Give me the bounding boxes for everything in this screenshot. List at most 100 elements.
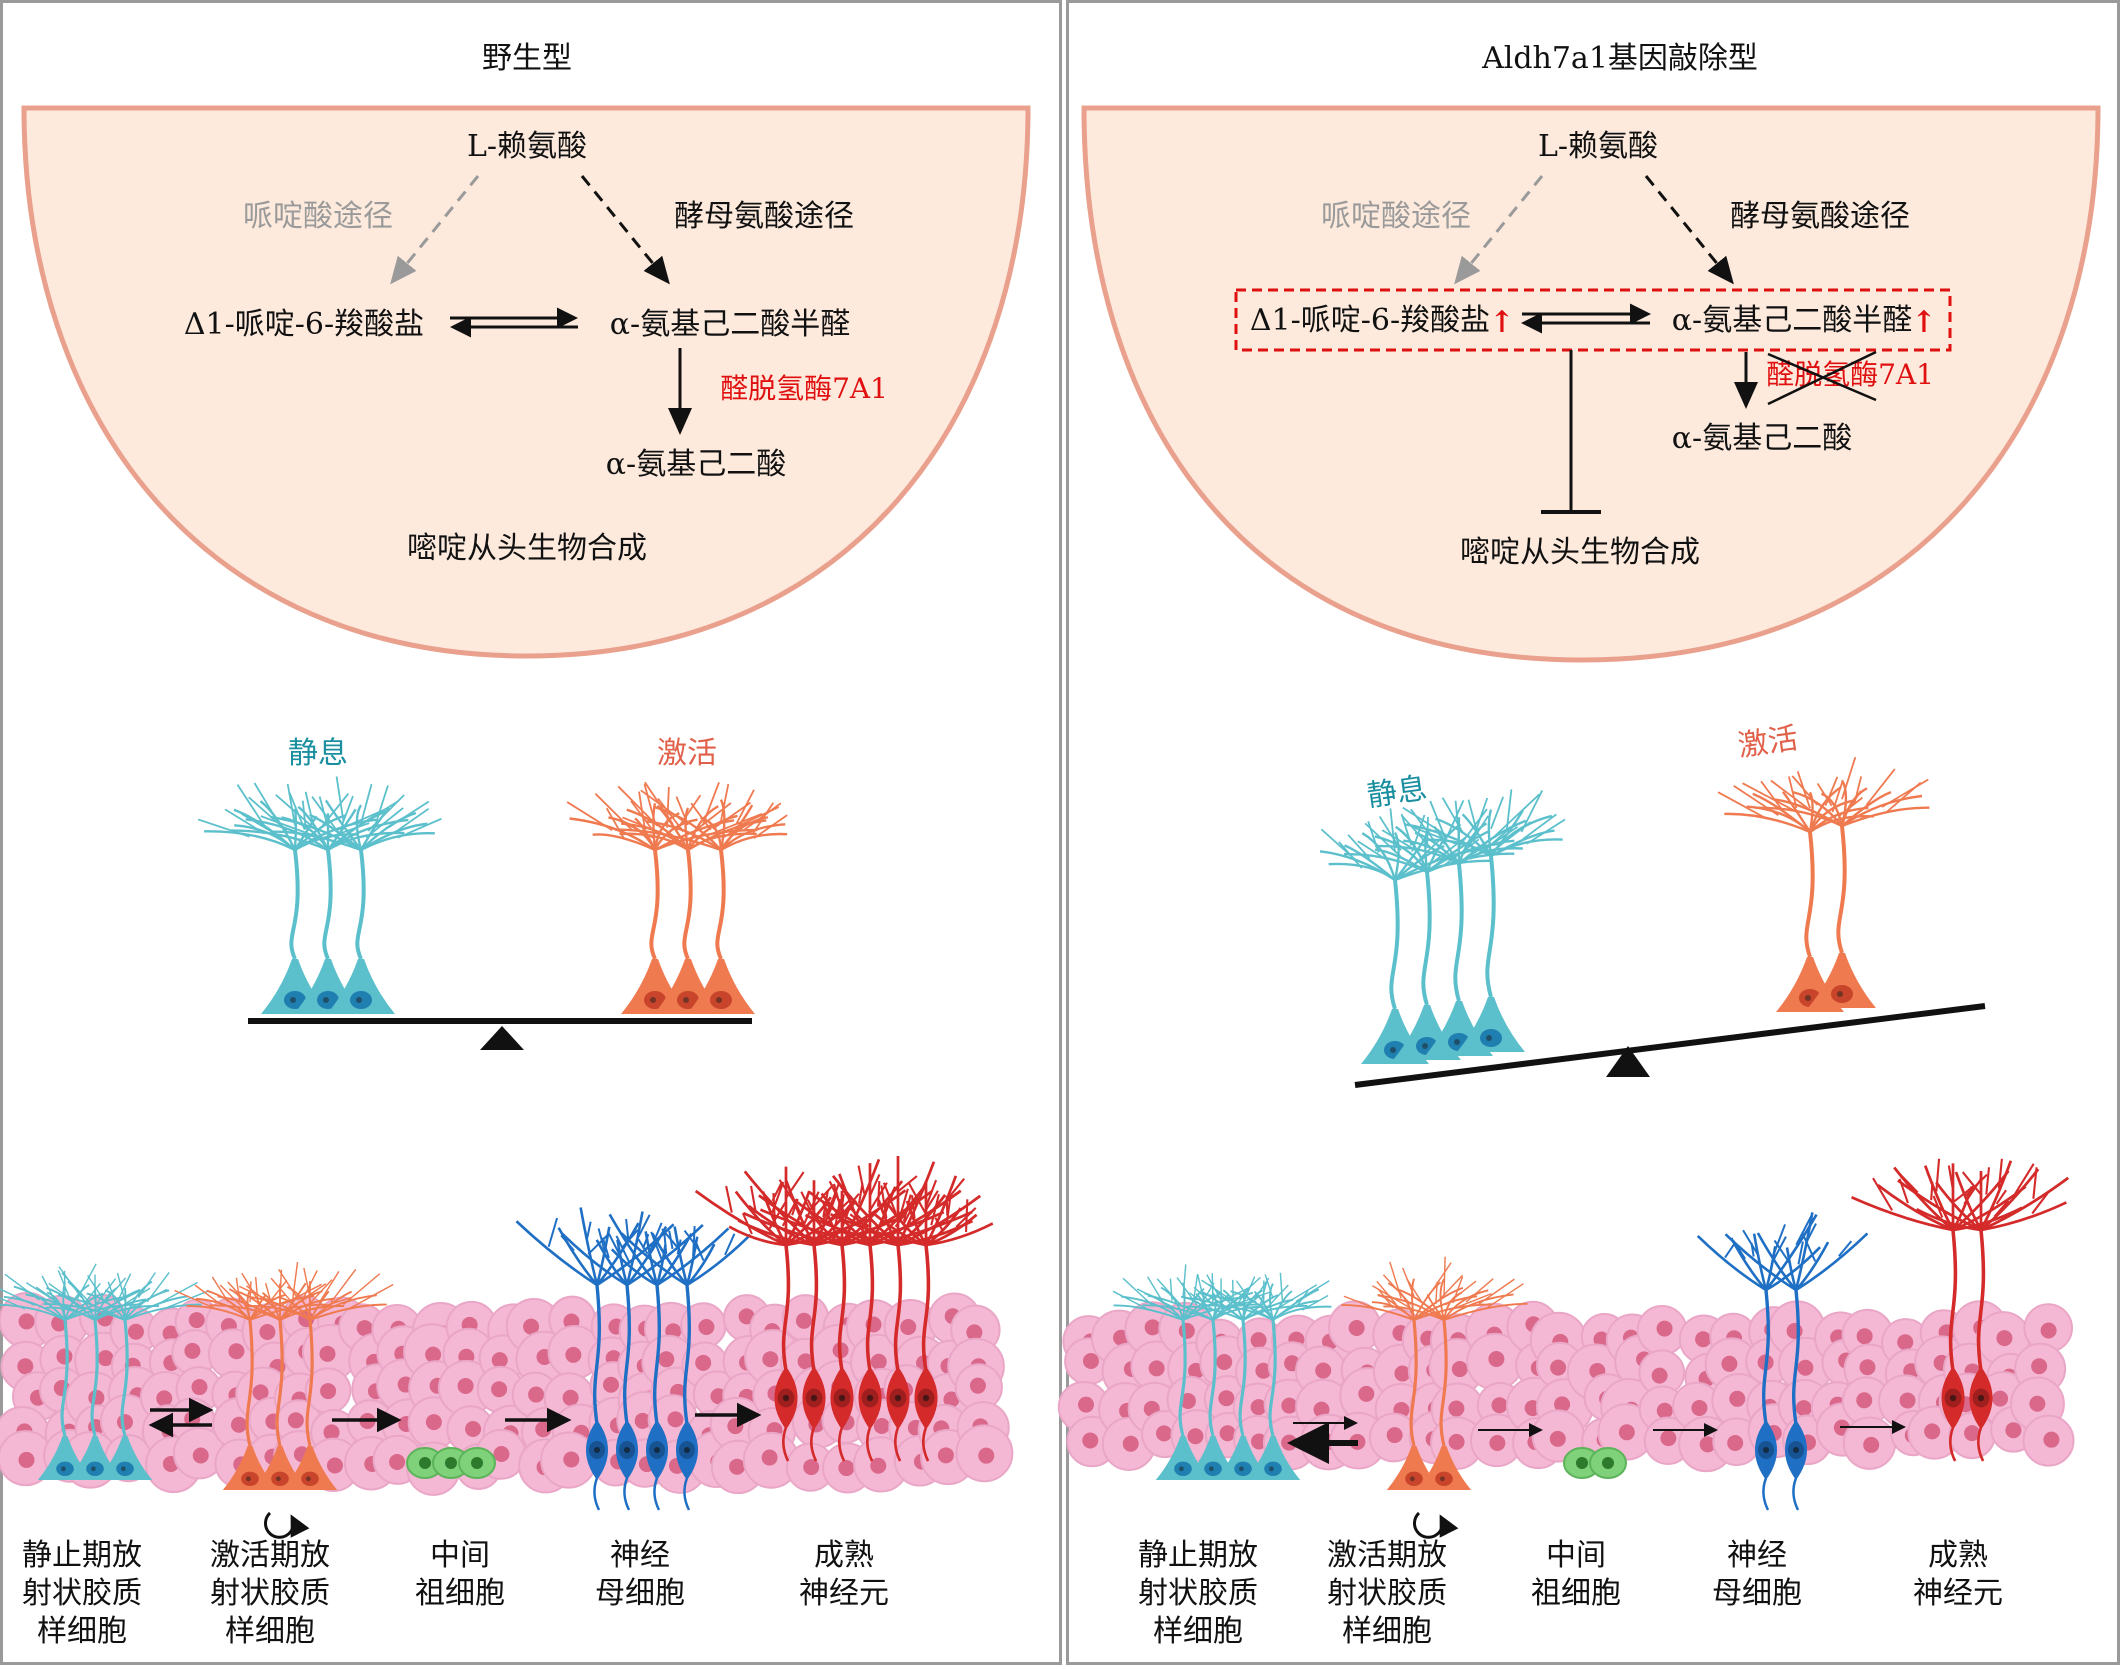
inhibition-bar (1541, 350, 1601, 514)
lineage-label-line: 成熟 (814, 1538, 874, 1573)
lineage-cells (0, 1156, 994, 1539)
panel-title: Aldh7a1基因敲除型 (1481, 41, 1758, 76)
quiescent-label: 静息 (1365, 771, 1429, 814)
quiescent-rgl-cell (43, 1272, 210, 1480)
lineage-label-line: 神经 (610, 1538, 670, 1573)
p6c-label: Δ1-哌啶-6-羧酸盐 (184, 307, 424, 342)
activated-cells (1717, 756, 1930, 1012)
pipecolic-arrow (1454, 175, 1544, 285)
tissue-cell (1368, 1412, 1419, 1463)
aasa-label: α-氨基己二酸半醛 (610, 307, 850, 342)
lineage-label-line: 中间 (1546, 1538, 1606, 1573)
lineage-label: 中间祖细胞 (415, 1537, 505, 1613)
mature-neuron-cell (829, 1175, 994, 1462)
tissue-cell (1842, 1416, 1897, 1470)
lineage-label-line: 中间 (430, 1538, 490, 1573)
lineage-label-line: 激活期放 (1327, 1538, 1447, 1573)
equilibrium-arrows (450, 307, 578, 338)
lineage-label: 神经母细胞 (1712, 1537, 1802, 1613)
lineage-label: 中间祖细胞 (1531, 1537, 1621, 1613)
seesaw-beam (1354, 1003, 1986, 1088)
lineage-label-line: 样细胞 (225, 1614, 315, 1649)
tissue-cell (547, 1325, 602, 1380)
aaa-label: α-氨基己二酸 (1672, 421, 1852, 456)
enzyme-label: 醛脱氢酶7A1 (720, 372, 888, 405)
lysine-label: L-赖氨酸 (1538, 129, 1658, 164)
lineage-label-line: 样细胞 (1342, 1614, 1432, 1649)
lineage-label-line: 射状胶质 (22, 1576, 142, 1611)
elevated-metabolites-box (1234, 288, 1952, 352)
tissue-cell (0, 1430, 54, 1487)
saccharopine-route-label: 酵母氨酸途径 (674, 199, 854, 234)
lineage-label: 静止期放射状胶质样细胞 (1138, 1537, 1258, 1651)
pipecolic-arrow (390, 175, 480, 285)
lineage-label: 成熟神经元 (1913, 1537, 2003, 1613)
tissue-cell (2022, 1414, 2075, 1467)
tissue-cell (1636, 1304, 1688, 1356)
lineage-label: 激活期放射状胶质样细胞 (1327, 1537, 1447, 1651)
lineage-label: 神经母细胞 (595, 1537, 685, 1613)
cell-dome (1081, 105, 2101, 663)
panel-title: 野生型 (482, 41, 572, 76)
quiescent-cells (197, 776, 442, 1014)
tissue-cell (1469, 1413, 1524, 1468)
wild-type-group: 野生型 L-赖氨酸 哌啶酸途径 酵母氨酸途径 Δ1-哌啶-6-羧酸盐 α-氨基己… (0, 41, 1031, 1539)
aaa-label: α-氨基己二酸 (606, 447, 786, 482)
quiescent-label: 静息 (288, 736, 348, 771)
lineage-label-line: 神经元 (1913, 1576, 2003, 1611)
lineage-label: 激活期放射状胶质样细胞 (210, 1537, 330, 1651)
tissue-cell (476, 1365, 525, 1414)
lineage-label-line: 成熟 (1928, 1538, 1988, 1573)
neuroblast-cell (561, 1211, 704, 1511)
intermediate-progenitor-cell (1589, 1447, 1627, 1479)
saccharopine-arrow (580, 175, 670, 285)
self-renewal-arrow-icon (264, 1511, 310, 1539)
seesaw-fulcrum (1606, 1046, 1650, 1077)
knockout-group: Aldh7a1基因敲除型 L-赖氨酸 哌啶酸途径 酵母氨酸途径 Δ1-哌啶-6-… (1057, 41, 2101, 1539)
tissue-cells (1057, 1300, 2075, 1473)
neuroblast-cell (620, 1225, 752, 1511)
lineage-label-line: 母细胞 (1712, 1576, 1802, 1611)
activated-rgl-cell (1372, 1256, 1528, 1490)
lineage-label: 静止期放射状胶质样细胞 (22, 1537, 142, 1651)
pyrimidine-label: 嘧啶从头生物合成 (407, 531, 647, 566)
p6c-label: Δ1-哌啶-6-羧酸盐 (1250, 303, 1490, 338)
lineage-label-line: 射状胶质 (1138, 1576, 1258, 1611)
lineage-label-line: 静止期放 (22, 1538, 142, 1573)
mature-neuron-cell (737, 1170, 907, 1462)
tissue-cell (742, 1431, 800, 1489)
aasa-up-arrow-icon: ↑ (1911, 305, 1936, 340)
self-renewal-arrow-icon (1413, 1511, 1459, 1539)
tissue-cell (1328, 1300, 1382, 1354)
activated-rgl-cell (615, 783, 788, 1014)
neuroblast-cell (1724, 1212, 1869, 1511)
intermediate-progenitor-cell (1563, 1447, 1601, 1479)
p6c-up-arrow-icon: ↑ (1489, 305, 1514, 340)
quiescent-cells (1319, 789, 1566, 1064)
activated-label: 激活 (657, 736, 717, 771)
pipecolic-route-label: 哌啶酸途径 (1321, 199, 1471, 234)
cell-dome (21, 105, 1031, 659)
tissue-cell (1841, 1376, 1892, 1426)
aasa-label: α-氨基己二酸半醛 (1672, 303, 1912, 338)
lineage-label-line: 神经元 (799, 1576, 889, 1611)
mature-neuron-cell (1897, 1158, 2070, 1462)
saccharopine-route-label: 酵母氨酸途径 (1730, 199, 1910, 234)
activated-label: 激活 (1736, 721, 1800, 764)
enzyme-knockout-cross-icon (1767, 350, 1877, 406)
lineage-label-line: 射状胶质 (210, 1576, 330, 1611)
lysine-label: L-赖氨酸 (467, 129, 587, 164)
lineage-label-line: 激活期放 (210, 1538, 330, 1573)
lineage-label-line: 静止期放 (1138, 1538, 1258, 1573)
activated-rgl-cell (238, 1267, 394, 1490)
lineage-label: 成熟神经元 (799, 1537, 889, 1613)
lineage-label-line: 样细胞 (37, 1614, 127, 1649)
quiescent-rgl-cell (1201, 1272, 1332, 1480)
activated-rgl-cell (1742, 756, 1930, 1008)
lineage-label-line: 射状胶质 (1327, 1576, 1447, 1611)
lineage-cells (1112, 1158, 2070, 1539)
equilibrium-arrows (1521, 303, 1651, 334)
lineage-label-line: 祖细胞 (415, 1576, 505, 1611)
quiescent-rgl-cell (1402, 789, 1566, 1052)
